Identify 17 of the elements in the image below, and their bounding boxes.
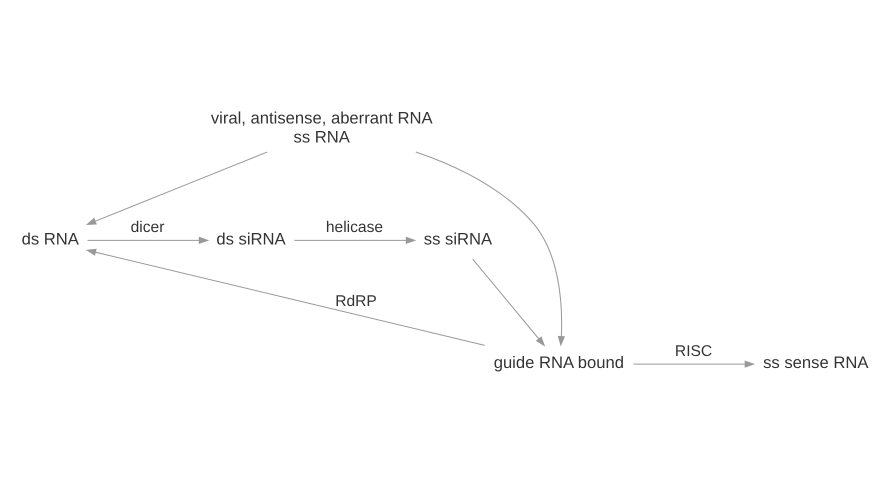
node-text: ds siRNA	[216, 229, 286, 248]
arrow	[88, 236, 210, 244]
node-text: guide RNA bound	[494, 353, 624, 372]
edge-label: RdRP	[335, 292, 377, 310]
arrow	[416, 151, 565, 346]
edge-label: dicer	[130, 219, 164, 236]
node-text: ds RNA	[22, 229, 79, 248]
node-text: ss siRNA	[424, 229, 492, 248]
arrow	[294, 236, 416, 244]
arrow	[86, 152, 268, 225]
arrow	[472, 258, 546, 347]
node-text: viral, antisense, aberrant RNA ss RNA	[210, 108, 433, 146]
edge-label: RISC	[674, 342, 712, 360]
edge-label: helicase	[326, 219, 384, 236]
arrow	[634, 360, 756, 368]
arrow	[86, 248, 485, 346]
node-text: ss sense RNA	[763, 353, 868, 372]
